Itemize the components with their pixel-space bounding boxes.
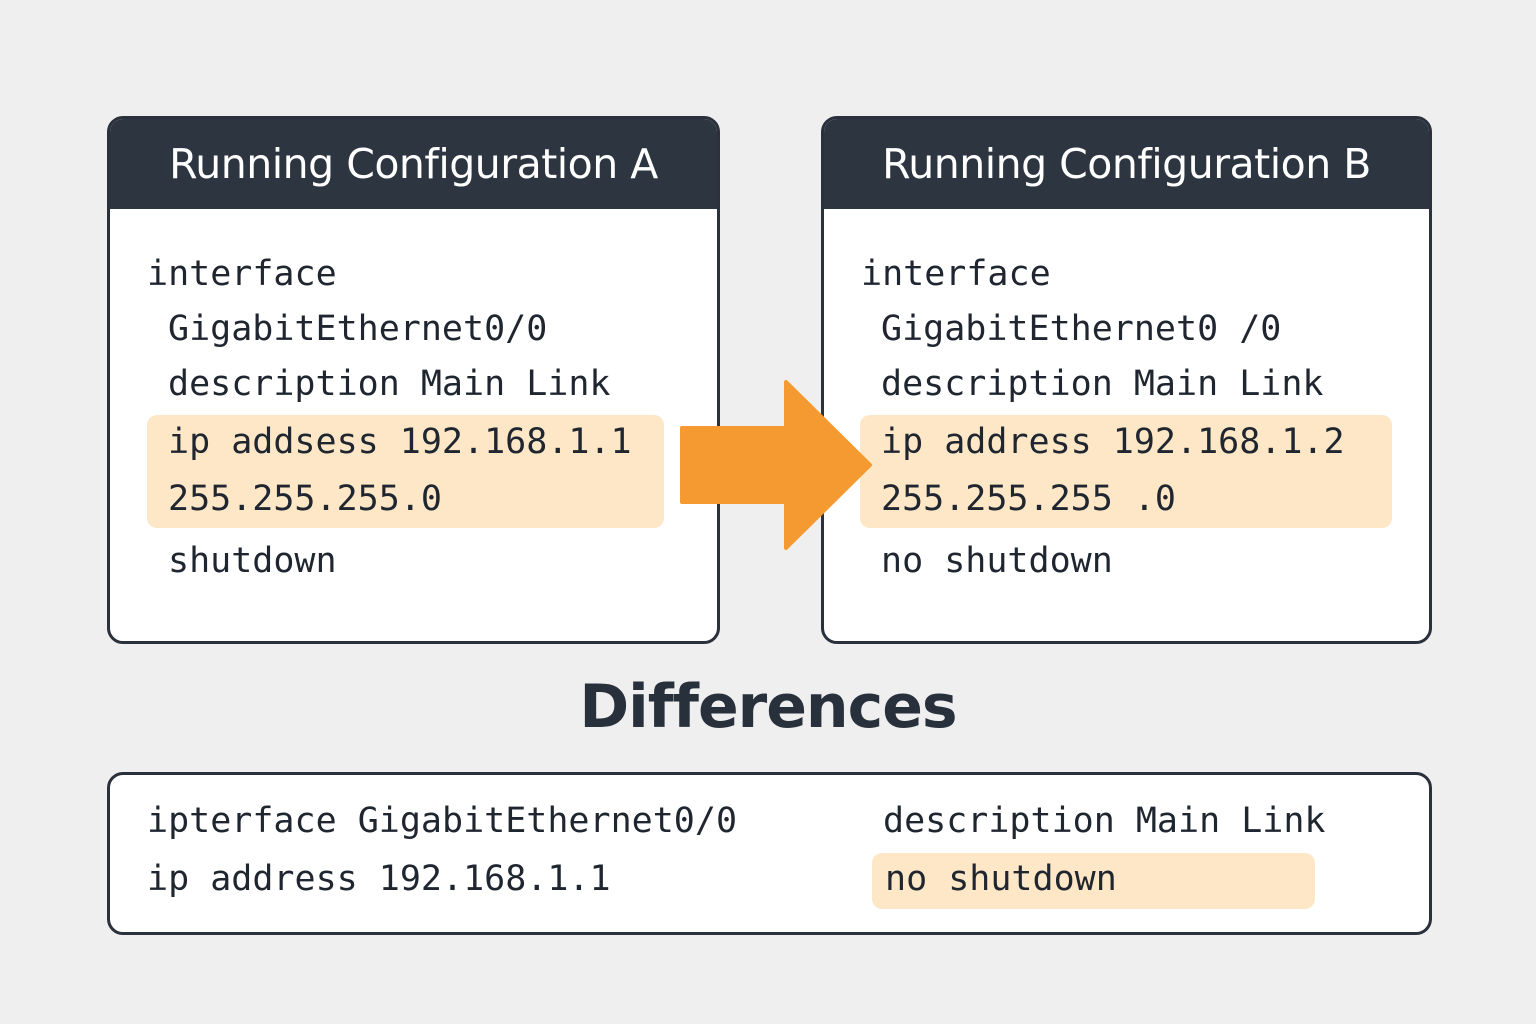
config-b-line-shutdown: no shutdown: [881, 541, 1113, 581]
config-a-panel: Running Configuration A interface Gigabi…: [107, 116, 720, 644]
config-a-line-interface: interface: [147, 254, 337, 294]
differences-left-line1: ipterface GigabitEthernet0/0: [147, 801, 738, 841]
config-b-line-port: GigabitEthernet0 /0: [881, 309, 1282, 349]
differences-panel: ipterface GigabitEthernet0/0 ip address …: [107, 772, 1432, 935]
config-a-line-port: GigabitEthernet0/0: [168, 309, 548, 349]
config-b-ip-highlight: [860, 415, 1392, 528]
config-b-line-description: description Main Link: [881, 364, 1324, 404]
config-a-title: Running Configuration A: [110, 119, 717, 209]
config-b-line-interface: interface: [861, 254, 1051, 294]
config-a-ip-highlight: [147, 415, 664, 528]
differences-right-line2: no shutdown: [885, 859, 1117, 899]
config-b-line-mask: 255.255.255 .0: [881, 479, 1177, 519]
differences-right-line1: description Main Link: [883, 801, 1326, 841]
config-b-title: Running Configuration B: [824, 119, 1429, 209]
differences-shutdown-highlight: [872, 853, 1315, 909]
config-a-line-mask: 255.255.255.0: [168, 479, 442, 519]
differences-title: Differences: [579, 672, 957, 742]
config-a-line-shutdown: shutdown: [168, 541, 337, 581]
config-b-line-ip: ip address 192.168.1.2: [881, 422, 1345, 462]
config-a-line-ip: ip addsess 192.168.1.1: [168, 422, 632, 462]
config-b-panel: Running Configuration B interface Gigabi…: [821, 116, 1432, 644]
differences-left-line2: ip address 192.168.1.1: [147, 859, 611, 899]
config-a-line-description: description Main Link: [168, 364, 611, 404]
right-arrow-icon: [680, 380, 872, 550]
